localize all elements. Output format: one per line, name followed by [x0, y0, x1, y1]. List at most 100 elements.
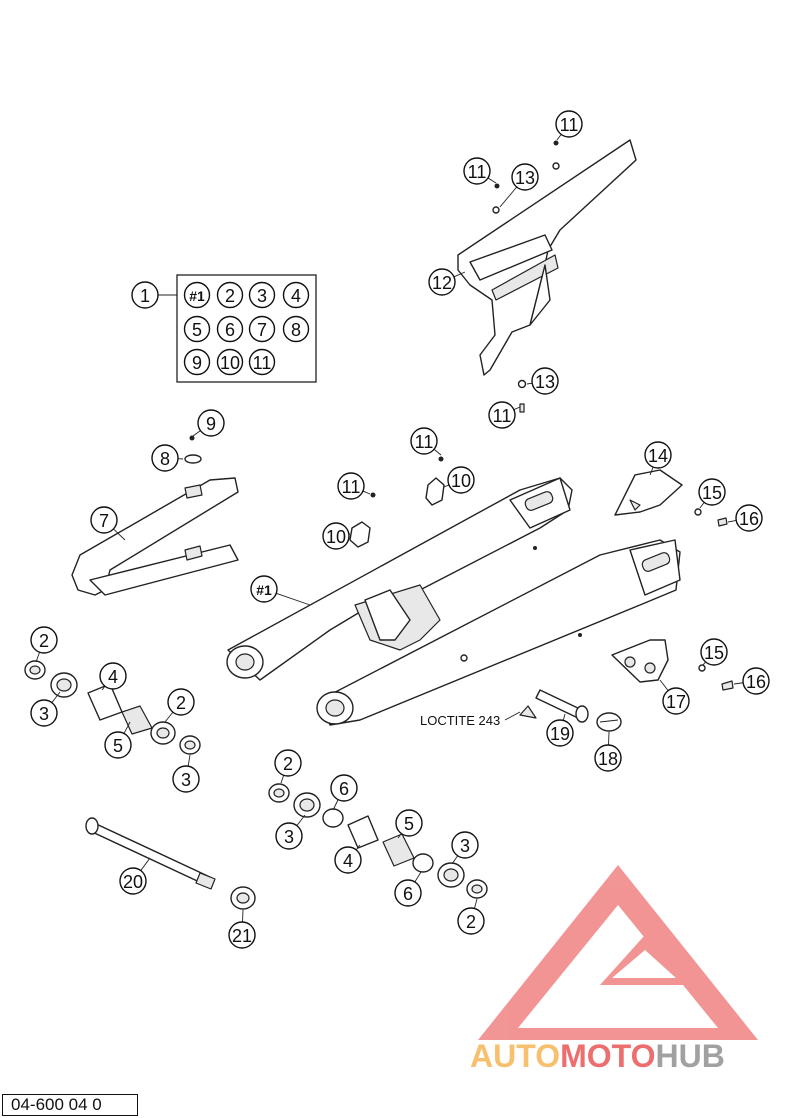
callout-circle [511, 163, 539, 191]
callout: 4 [334, 844, 362, 874]
kit-item-label: 4 [291, 286, 301, 306]
callout: 11 [488, 401, 521, 429]
callout: 14 [644, 441, 672, 476]
callout-label: 2 [283, 754, 293, 774]
callout-circle [334, 846, 362, 874]
callout-label: 18 [598, 749, 618, 769]
callout: 5 [395, 809, 423, 839]
callout: 15 [698, 478, 726, 509]
callout-label: 11 [342, 477, 361, 497]
callout-leader [355, 844, 361, 851]
callout-label: 15 [702, 483, 722, 503]
kit-item: 5 [183, 315, 211, 343]
nut-21 [230, 886, 256, 910]
callout: 2 [457, 898, 485, 935]
callout-label: 5 [113, 736, 123, 756]
callout-circle [167, 688, 195, 716]
pivot-bolt-19 [519, 689, 589, 723]
kit-item: 4 [282, 281, 310, 309]
callout-circle [250, 575, 278, 603]
callout: 18 [594, 731, 622, 772]
callout: 7 [90, 506, 126, 541]
kit-item-label: 2 [225, 286, 235, 306]
callout-circle [131, 281, 159, 309]
callout-leader [276, 592, 311, 606]
callout: 3 [172, 754, 200, 793]
callout-label: 19 [550, 724, 570, 744]
callout: 13 [526, 367, 559, 395]
callout-circle [428, 268, 456, 296]
callout-label: 3 [284, 827, 294, 847]
callout-leader [451, 855, 459, 865]
kit-item-label: 9 [192, 353, 202, 373]
kit-item-label: 11 [253, 353, 272, 373]
callout-leader [51, 691, 61, 703]
callout-leader [433, 448, 442, 456]
callout-circle [104, 731, 132, 759]
right-bearing-set [268, 783, 488, 899]
callout-label: 5 [404, 814, 414, 834]
callout: 20 [119, 857, 151, 895]
callout: 16 [727, 504, 763, 532]
kit-item-label: 7 [257, 320, 267, 340]
callout: 15 [700, 638, 728, 666]
callout-leader [296, 814, 306, 826]
callout-circle [274, 749, 302, 777]
callout-circle [30, 699, 58, 727]
callout: 6 [394, 871, 422, 907]
callout-circle [463, 157, 491, 185]
callout-leader [556, 134, 562, 141]
kit-item: 8 [282, 315, 310, 343]
callout-label: 7 [99, 511, 109, 531]
cap-18 [596, 712, 622, 732]
callout: 12 [428, 268, 466, 296]
callout: 21 [228, 909, 256, 949]
callout: 10 [322, 522, 351, 550]
callout-leader [101, 685, 106, 691]
callout-leader [113, 528, 126, 541]
kit-item-label: 6 [225, 320, 235, 340]
callout-circle [531, 367, 559, 395]
callout: 11 [555, 110, 583, 141]
kit-item-label: 10 [220, 353, 240, 373]
callout-circle [735, 504, 763, 532]
callout-label: 9 [206, 414, 216, 434]
callout: 3 [451, 831, 479, 865]
callout-leader [699, 502, 705, 509]
callout-circle [594, 744, 622, 772]
kit-item-label: 8 [291, 320, 301, 340]
callout-leader [499, 186, 518, 208]
callout-leader [659, 679, 669, 691]
callout-label: 4 [343, 851, 353, 871]
callout-circle [488, 401, 516, 429]
callout-label: 14 [648, 446, 668, 466]
callout-label: 3 [39, 704, 49, 724]
callout-label: 16 [739, 509, 759, 529]
bracket-17 [611, 639, 734, 691]
callout-leader [513, 406, 521, 411]
callout: 13 [499, 163, 539, 208]
callout-circle [395, 809, 423, 837]
kit-item: 6 [216, 315, 244, 343]
callout-label: 11 [493, 406, 512, 426]
callout-circle [410, 427, 438, 455]
callout: 4 [99, 662, 127, 691]
callout-label: 2 [176, 693, 186, 713]
callout-circle [172, 765, 200, 793]
drawing-number: 04-600 04 0 [2, 1094, 138, 1116]
callout: 10 [443, 466, 475, 494]
callout-leader [192, 430, 201, 437]
callout-leader [473, 898, 478, 909]
callout-circle [30, 626, 58, 654]
callout: 5 [104, 721, 132, 759]
callout-label: 2 [39, 631, 49, 651]
callout-label: 1 [140, 286, 150, 306]
callout: #1 [250, 575, 311, 606]
callout: 11 [463, 157, 497, 185]
callout: 8 [151, 444, 184, 472]
callout-label: 12 [432, 273, 452, 293]
kit-item-label: 3 [257, 286, 267, 306]
